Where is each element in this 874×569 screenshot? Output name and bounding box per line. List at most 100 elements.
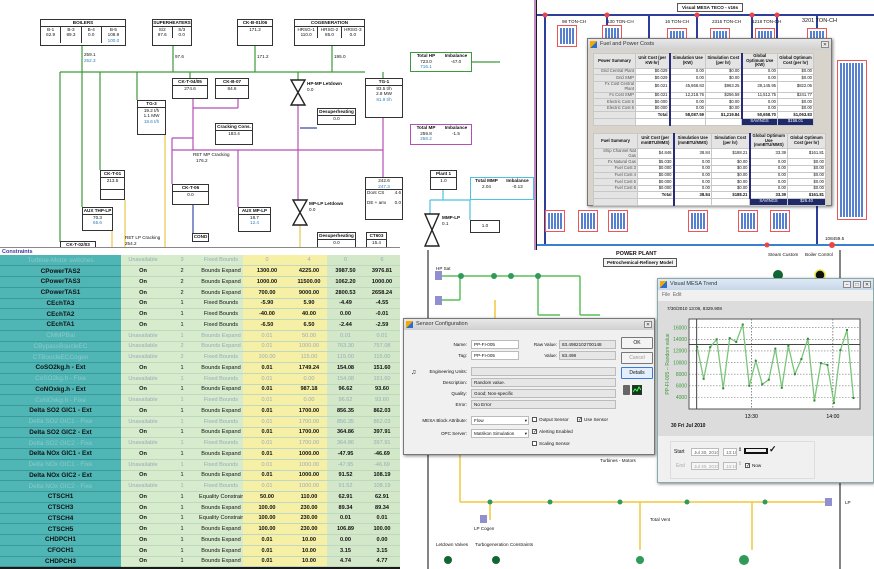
start-time-field[interactable]: 13:10	[723, 448, 737, 456]
details-button[interactable]: Details	[621, 367, 653, 379]
building-icon[interactable]	[688, 210, 708, 232]
building-icon[interactable]	[608, 210, 628, 232]
building-icon[interactable]	[545, 210, 565, 232]
end-date-field[interactable]: Jul 30, 2010	[691, 462, 719, 470]
close-button[interactable]: ✕	[821, 41, 829, 48]
building-icon[interactable]	[738, 210, 758, 232]
now-checkbox[interactable]: ✓Now	[745, 463, 762, 470]
trend-icon[interactable]	[632, 385, 642, 395]
savings-label: SAVINGS	[741, 117, 778, 126]
constraint-status: On	[121, 491, 165, 503]
model-button[interactable]: Petrochemical-Refinery Model	[603, 258, 677, 267]
menu-edit[interactable]: Edit	[672, 292, 682, 298]
close-button[interactable]: ✕	[863, 281, 871, 288]
building-icon[interactable]	[770, 210, 790, 232]
use-sensor-checkbox[interactable]: ✓Use Sensor	[577, 417, 609, 424]
description-field[interactable]: Random value.	[471, 378, 616, 387]
menu-file[interactable]: File	[662, 292, 671, 298]
cost-cell: $0.00	[705, 74, 742, 82]
building-icon[interactable]	[557, 25, 577, 47]
simulation-value: 96.62	[327, 384, 364, 396]
alerting-enabled-checkbox[interactable]: ✓Alerting Enabled	[532, 429, 573, 436]
scaling-sensor-checkbox[interactable]: Scaling Sensor	[532, 441, 570, 447]
engineering-units-field[interactable]	[471, 367, 616, 376]
cancel-button[interactable]: Cancel	[621, 352, 653, 364]
building-icon[interactable]	[578, 210, 598, 232]
opc-server-select[interactable]: Matrikon Simulation▾	[471, 429, 529, 438]
simulation-value: -2.44	[327, 319, 364, 331]
constraint-priority: 1	[165, 491, 199, 503]
lower-bound: 0.01	[243, 405, 291, 417]
mmp-value-box[interactable]: 1.0	[470, 220, 500, 233]
cracking-cons-box[interactable]: Cracking Cons.183.4	[215, 123, 253, 145]
valve-icon	[289, 79, 441, 247]
spinner-icon[interactable]: ⇕	[738, 461, 743, 467]
output-sensor-checkbox[interactable]: Output Sensor	[532, 417, 569, 423]
end-time-field[interactable]: 14:10	[723, 462, 737, 470]
cond-box[interactable]: COND	[192, 233, 209, 242]
minimize-button[interactable]: –	[843, 281, 851, 288]
block-attribute-select[interactable]: Flow▾	[471, 416, 529, 425]
start-date-field[interactable]: Jul 30, 2010	[691, 448, 719, 456]
dialog-titlebar[interactable]: Fuel and Power Costs✕	[588, 39, 831, 50]
trash-icon[interactable]	[623, 385, 630, 395]
spinner-icon[interactable]: ⇕	[738, 447, 743, 453]
tag-field[interactable]: PP-FI-005	[471, 351, 519, 360]
building-icon[interactable]	[837, 60, 867, 220]
trend-titlebar[interactable]: Visual MESA Trend –□✕	[658, 279, 873, 290]
ok-button[interactable]: OK	[621, 337, 653, 349]
maximize-button[interactable]: □	[853, 281, 861, 288]
apply-check-icon[interactable]: ✓	[769, 444, 777, 454]
close-button[interactable]: ✕	[644, 321, 652, 328]
dialog-titlebar[interactable]: Sensor Configuration✕	[404, 319, 654, 330]
name-field[interactable]: PP-FI-005	[471, 340, 519, 349]
timeline-icon[interactable]	[744, 448, 768, 454]
